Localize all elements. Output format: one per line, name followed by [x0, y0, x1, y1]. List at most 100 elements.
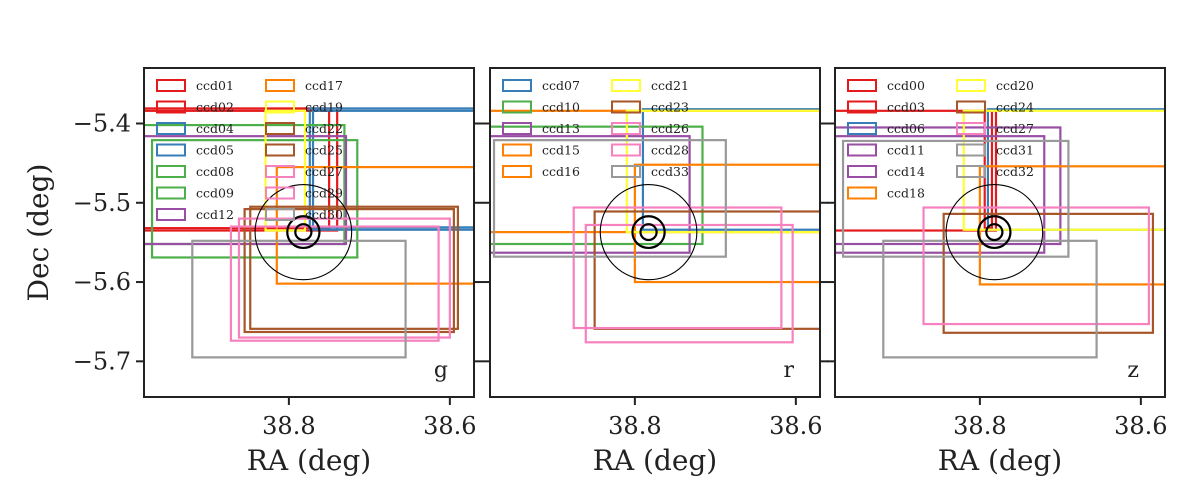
- ccd-outline-ccd00: [835, 109, 998, 232]
- data-layer: [144, 107, 474, 359]
- target-circle: [286, 215, 321, 250]
- legend-label-ccd11: ccd11: [887, 143, 925, 158]
- legend-swatch-ccd26: [611, 122, 641, 135]
- legend-swatch-ccd29: [265, 186, 295, 200]
- legend-label-ccd24: ccd24: [996, 100, 1034, 115]
- x-tick-label: 38.6: [423, 412, 476, 440]
- ccd-outline-ccd22: [243, 208, 455, 334]
- band-label: g: [434, 358, 448, 383]
- ccd-outline-ccd08: [150, 139, 359, 259]
- legend-swatch-ccd23: [611, 100, 641, 114]
- ccd-outline-ccd27: [229, 225, 440, 342]
- x-tick-label: 38.6: [1114, 412, 1167, 440]
- legend-label-ccd16: ccd16: [542, 164, 580, 179]
- target-circle: [254, 183, 353, 281]
- x-tick-label: 38.8: [953, 412, 1006, 440]
- ccd-outline-ccd29: [237, 217, 451, 339]
- legend-swatch-ccd21: [611, 79, 641, 92]
- legend-label-ccd06: ccd06: [887, 121, 925, 136]
- legend-label-ccd26: ccd26: [651, 121, 689, 136]
- ccd-outline-ccd24: [942, 212, 1155, 334]
- legend-swatch-ccd18: [847, 186, 877, 200]
- ccd-outline-ccd04: [308, 107, 474, 231]
- plot-area: [835, 68, 1165, 397]
- legend-swatch-ccd25: [265, 143, 295, 157]
- legend-label-ccd23: ccd23: [651, 100, 689, 115]
- x-tick-label: 38.8: [608, 412, 661, 440]
- legend-label-ccd19: ccd19: [305, 100, 343, 115]
- x-axis-label: RA (deg): [247, 444, 371, 477]
- axes-frame: [489, 67, 821, 398]
- legend-swatch-ccd31: [956, 143, 986, 157]
- legend-label-ccd27: ccd27: [305, 164, 343, 179]
- band-label: r: [783, 358, 794, 383]
- data-layer: [490, 108, 820, 344]
- legend-label-ccd30: ccd30: [305, 207, 343, 222]
- y-tick-label: −5.4: [73, 109, 131, 137]
- legend-label-ccd31: ccd31: [996, 143, 1034, 158]
- legend-label-ccd29: ccd29: [305, 186, 343, 201]
- ccd-outline-ccd12: [144, 135, 348, 246]
- ccd-outline-ccd25: [249, 205, 460, 330]
- target-circle: [631, 215, 666, 250]
- target-circle: [599, 183, 698, 281]
- ccd-outline-ccd30: [191, 239, 407, 359]
- ccd-outline-ccd31: [841, 139, 1070, 258]
- legend-swatch-ccd00: [847, 79, 877, 92]
- legend-label-ccd20: ccd20: [996, 78, 1034, 93]
- legend-swatch-ccd03: [847, 100, 877, 114]
- panel-g: ccd01ccd02ccd04ccd05ccd08ccd09ccd12ccd17…: [22, 67, 482, 477]
- legend-swatch-ccd33: [611, 165, 641, 178]
- legend-label-ccd14: ccd14: [887, 164, 925, 179]
- legend-swatch-ccd15: [502, 143, 532, 157]
- data-layer: [835, 108, 1165, 359]
- legend-label-ccd05: ccd05: [196, 143, 234, 158]
- legend-swatch-ccd13: [502, 122, 532, 135]
- legend-label-ccd27: ccd27: [996, 121, 1034, 136]
- legend-swatch-ccd02: [156, 100, 186, 114]
- legend-swatch-ccd19: [265, 100, 295, 114]
- legend-label-ccd09: ccd09: [196, 186, 234, 201]
- legend-swatch-ccd12: [156, 208, 186, 221]
- ccd-outline-ccd26: [572, 206, 783, 330]
- legend-label-ccd02: ccd02: [196, 100, 234, 115]
- y-tick-label: −5.6: [73, 268, 131, 296]
- x-axis-label: RA (deg): [593, 444, 717, 477]
- legend-swatch-ccd24: [956, 100, 986, 114]
- ccd-outline-ccd02: [144, 109, 331, 230]
- y-tick-label: −5.7: [73, 347, 131, 375]
- legend-swatch-ccd04: [156, 122, 186, 135]
- ccd-outline-ccd17: [275, 165, 474, 285]
- legend-swatch-ccd14: [847, 165, 877, 178]
- x-axis-label: RA (deg): [938, 444, 1062, 477]
- legend-label-ccd25: ccd25: [305, 143, 343, 158]
- legend-swatch-ccd01: [156, 79, 186, 92]
- ccd-outline-ccd07: [641, 108, 820, 231]
- ccd-outline-ccd21: [625, 109, 820, 234]
- legend-swatch-ccd22: [265, 122, 295, 135]
- legend-swatch-ccd11: [847, 143, 877, 157]
- target-circle: [977, 215, 1012, 250]
- ccd-outline-ccd13: [490, 135, 691, 254]
- legend-swatch-ccd07: [502, 79, 532, 92]
- ccd-outline-ccd14: [835, 135, 1046, 254]
- ccd-outline-ccd32: [882, 239, 1098, 359]
- legend-swatch-ccd06: [847, 122, 877, 135]
- ccd-outline-ccd20: [962, 109, 1165, 231]
- legend-label-ccd03: ccd03: [887, 100, 925, 115]
- x-tick-label: 38.8: [262, 412, 315, 440]
- legend-label-ccd12: ccd12: [196, 207, 234, 222]
- legend-label-ccd22: ccd22: [305, 121, 343, 136]
- legend-label-ccd17: ccd17: [305, 78, 343, 93]
- legend-swatch-ccd05: [156, 143, 186, 157]
- y-axis-label: Dec (deg): [22, 164, 55, 302]
- panel-z: ccd00ccd03ccd06ccd11ccd14ccd18ccd20ccd24…: [827, 67, 1168, 477]
- legend-label-ccd32: ccd32: [996, 164, 1034, 179]
- legend-swatch-ccd32: [956, 165, 986, 178]
- legend-swatch-ccd08: [156, 165, 186, 178]
- legend-swatch-ccd20: [956, 79, 986, 92]
- target-circle: [294, 223, 313, 242]
- target-circle: [639, 223, 658, 242]
- legend-swatch-ccd17: [265, 79, 295, 92]
